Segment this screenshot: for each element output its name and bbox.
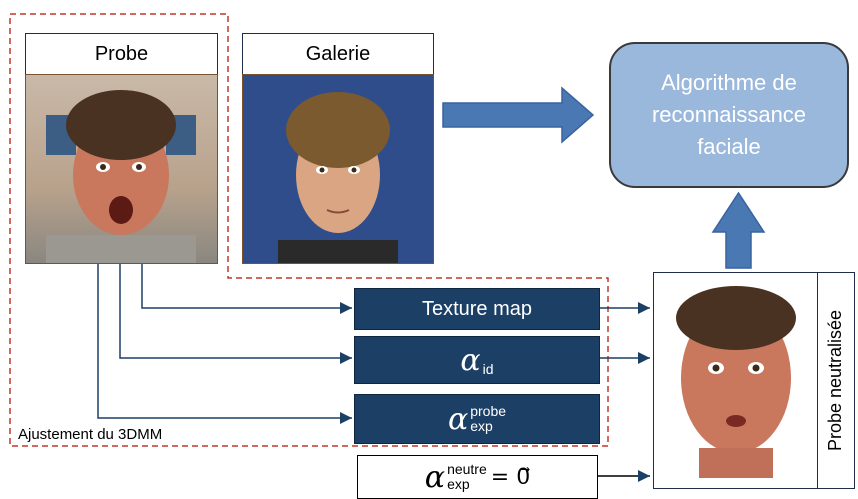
gallery-to-algorithm-arrow: [442, 86, 595, 144]
algorithm-line-2: reconnaissance: [651, 102, 807, 127]
probe-to-alpha-id-arrow: [119, 262, 352, 364]
alpha-neutral-value: = 0⃗: [490, 464, 531, 490]
alpha-exp-probe-box: α probe exp: [354, 394, 600, 444]
alpha-neutral-superscript: neutre: [447, 461, 487, 477]
fitting-region-caption: Ajustement du 3DMM: [18, 426, 163, 443]
recognition-algorithm-box: Algorithme de reconnaissance faciale: [609, 42, 849, 188]
alpha-neutral-subscript: exp: [447, 476, 470, 492]
neutralized-probe-label: Probe neutralisée: [817, 272, 855, 489]
alpha-exp-neutral-box: α neutre exp = 0⃗: [357, 455, 598, 499]
neutralized-face-image: [676, 286, 796, 478]
alpha-exp-superscript: probe: [470, 403, 507, 419]
texture-map-label: Texture map: [421, 297, 533, 320]
neutralized-probe-photo: [653, 272, 819, 489]
alpha-neutral-symbol: α: [424, 459, 446, 495]
alpha-id-subscript: id: [482, 361, 494, 377]
probe-face-image: [46, 90, 196, 263]
alpha-exp-subscript: exp: [470, 418, 493, 434]
texture-map-box: Texture map: [354, 288, 600, 330]
probe-label: Probe: [25, 33, 218, 75]
probe-to-texture-arrow: [141, 262, 352, 314]
algorithm-line-3: faciale: [697, 134, 761, 159]
alpha-id-symbol: α: [460, 342, 481, 378]
neutral-to-algorithm-arrow: [711, 191, 766, 269]
gallery-label: Galerie: [242, 33, 434, 75]
probe-photo: [25, 74, 218, 264]
probe-to-alpha-exp-arrow: [97, 262, 352, 424]
alpha-exp-symbol: α: [447, 401, 469, 437]
gallery-photo: [242, 74, 434, 264]
algorithm-line-1: Algorithme de: [661, 70, 797, 95]
alpha-id-box: α id: [354, 336, 600, 384]
gallery-face-image: [278, 92, 398, 263]
